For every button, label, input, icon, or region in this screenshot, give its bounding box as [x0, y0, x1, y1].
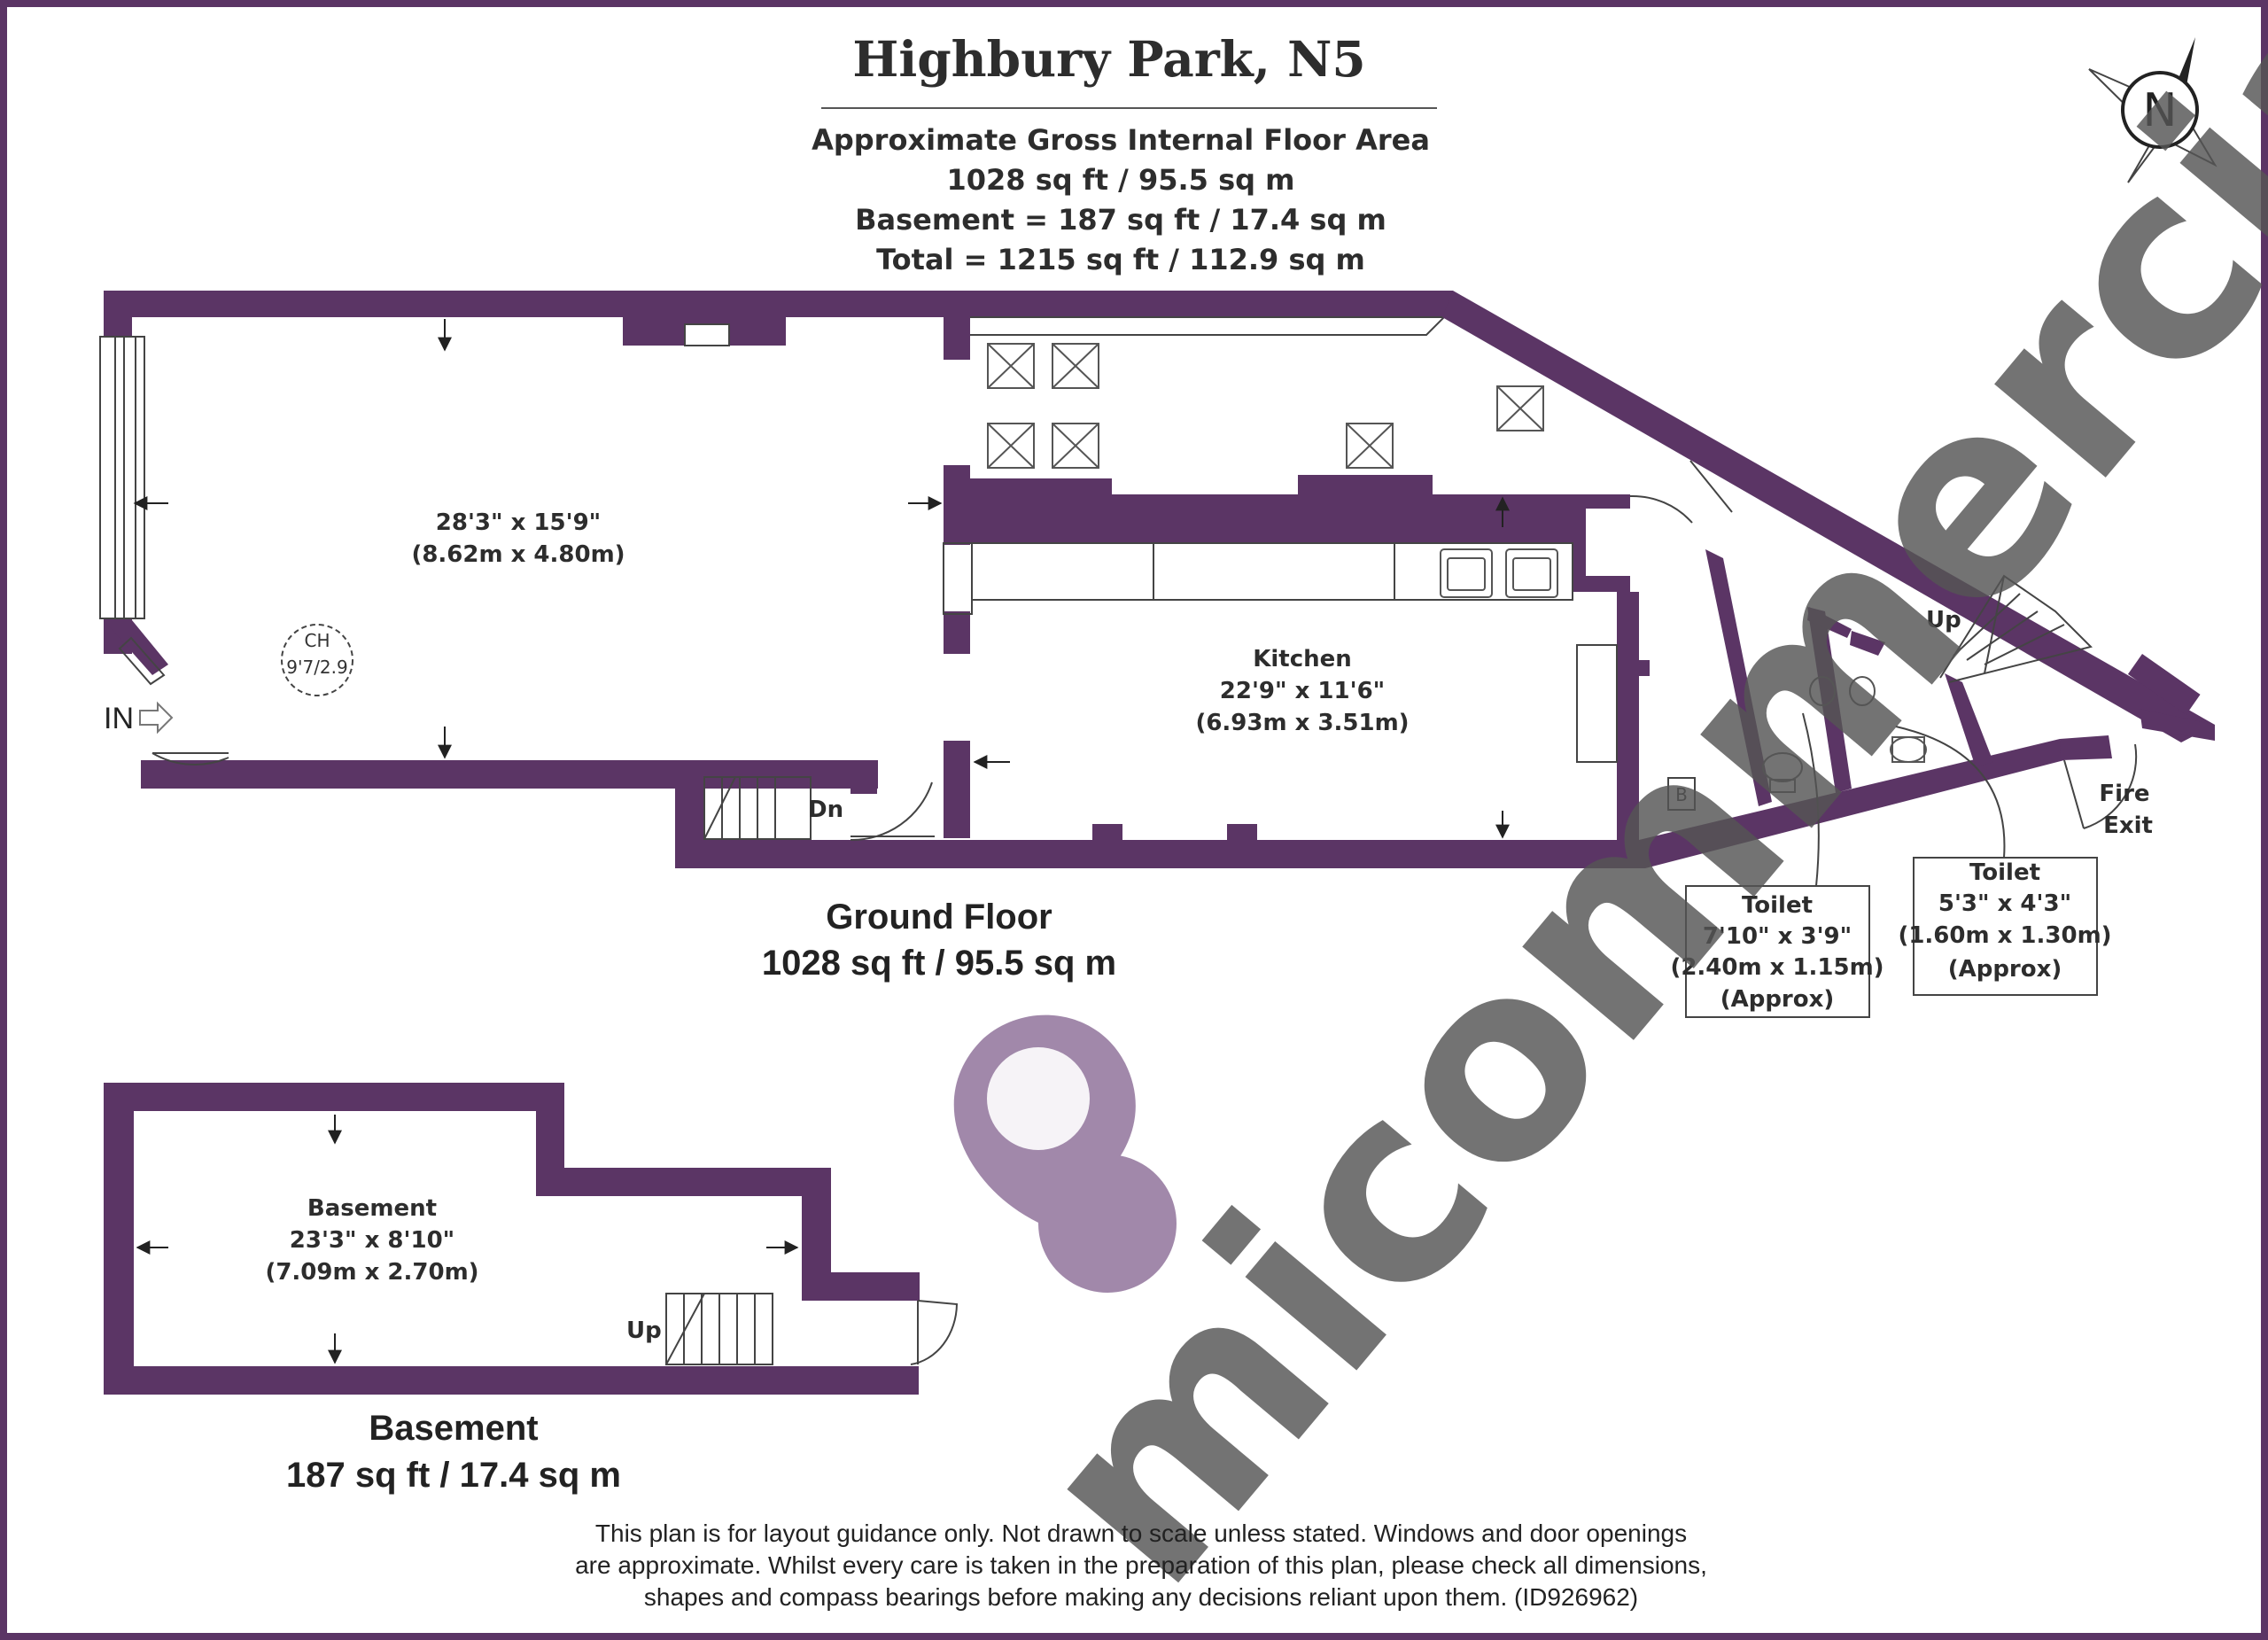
disclaimer-line3: shapes and compass bearings before makin…: [644, 1583, 1638, 1611]
entrance-arrow-icon: [139, 701, 174, 735]
ground-floor-label: Ground Floor: [826, 898, 1052, 937]
sink-icon: [1440, 548, 1493, 598]
kitchen-dims: 22'9" x 11'6": [1220, 678, 1385, 704]
toilet-1-dims: 7'10" x 3'9": [1703, 923, 1852, 950]
basement-room-dims: 23'3" x 8'10": [290, 1227, 454, 1254]
ground-floor-plan: B CH 9'7/2.9 28'3" x 15'9" (8.62m x 4.80…: [99, 291, 2215, 1018]
ground-floor-area: 1028 sq ft / 95.5 sq m: [762, 944, 1116, 983]
stairs-up-ground: [1939, 574, 2093, 683]
area-summary-line2: 1028 sq ft / 95.5 sq m: [946, 163, 1294, 197]
compass-icon: N: [2088, 37, 2218, 183]
main-room-dims: 28'3" x 15'9": [436, 509, 601, 536]
ceiling-height-label: CH: [304, 630, 330, 651]
toilet-1-note: (Approx): [1720, 986, 1835, 1013]
area-summary-line3: Basement = 187 sq ft / 17.4 sq m: [855, 203, 1386, 237]
boiler-label: B: [1675, 784, 1688, 805]
stairs-down-ground: [703, 776, 812, 840]
toilet-2-label-box: [1913, 857, 2098, 996]
plan-title: Highbury Park, N5: [852, 30, 1365, 88]
kitchen-name: Kitchen: [1253, 646, 1352, 672]
ceiling-height-value: 9'7/2.9: [286, 657, 348, 678]
basement-stairs-label: Up: [626, 1317, 662, 1344]
disclaimer-line2: are approximate. Whilst every care is ta…: [575, 1551, 1707, 1579]
fire-exit-label-1: Fire: [2099, 781, 2149, 807]
toilet-2-name: Toilet: [1969, 859, 2040, 886]
basement-plan: Basement 23'3" x 8'10" (7.09m x 2.70m) U…: [104, 1083, 959, 1495]
stairs-up-label: Up: [1926, 607, 1961, 633]
main-room-metric: (8.62m x 4.80m): [411, 541, 625, 568]
basement-floor-label: Basement: [369, 1409, 538, 1448]
basement-room-name: Basement: [307, 1195, 437, 1222]
area-summary-line4: Total = 1215 sq ft / 112.9 sq m: [876, 243, 1365, 276]
toilet-1-name: Toilet: [1742, 892, 1813, 919]
ceiling-height-marker: [281, 624, 353, 696]
basement-floor-area: 187 sq ft / 17.4 sq m: [286, 1456, 621, 1495]
entrance-label: IN: [104, 702, 134, 735]
boiler-icon: [1667, 777, 1696, 811]
stairs-down-label: Dn: [808, 797, 843, 823]
area-summary: Approximate Gross Internal Floor Area 10…: [812, 123, 1430, 276]
wc-icon: [1762, 736, 1927, 793]
skylight-icon: [987, 343, 1544, 469]
area-summary-line1: Approximate Gross Internal Floor Area: [812, 123, 1430, 157]
kitchen-metric: (6.93m x 3.51m): [1195, 710, 1409, 736]
compass-north-label: N: [2143, 84, 2178, 137]
basin-icon: [1809, 676, 1876, 706]
disclaimer: This plan is for layout guidance only. N…: [575, 1520, 1707, 1611]
fire-exit-label-2: Exit: [2103, 812, 2153, 839]
stairs-up-basement: [665, 1293, 773, 1365]
toilet-2-metric: (1.60m x 1.30m): [1898, 922, 2111, 949]
basement-room-metric: (7.09m x 2.70m): [265, 1259, 478, 1286]
toilet-2-dims: 5'3" x 4'3": [1938, 890, 2071, 917]
disclaimer-line1: This plan is for layout guidance only. N…: [595, 1520, 1687, 1547]
sink-icon: [1505, 548, 1558, 598]
toilet-1-metric: (2.40m x 1.15m): [1670, 954, 1884, 981]
toilet-1-label-box: [1685, 885, 1870, 1018]
toilet-2-note: (Approx): [1948, 956, 2062, 983]
